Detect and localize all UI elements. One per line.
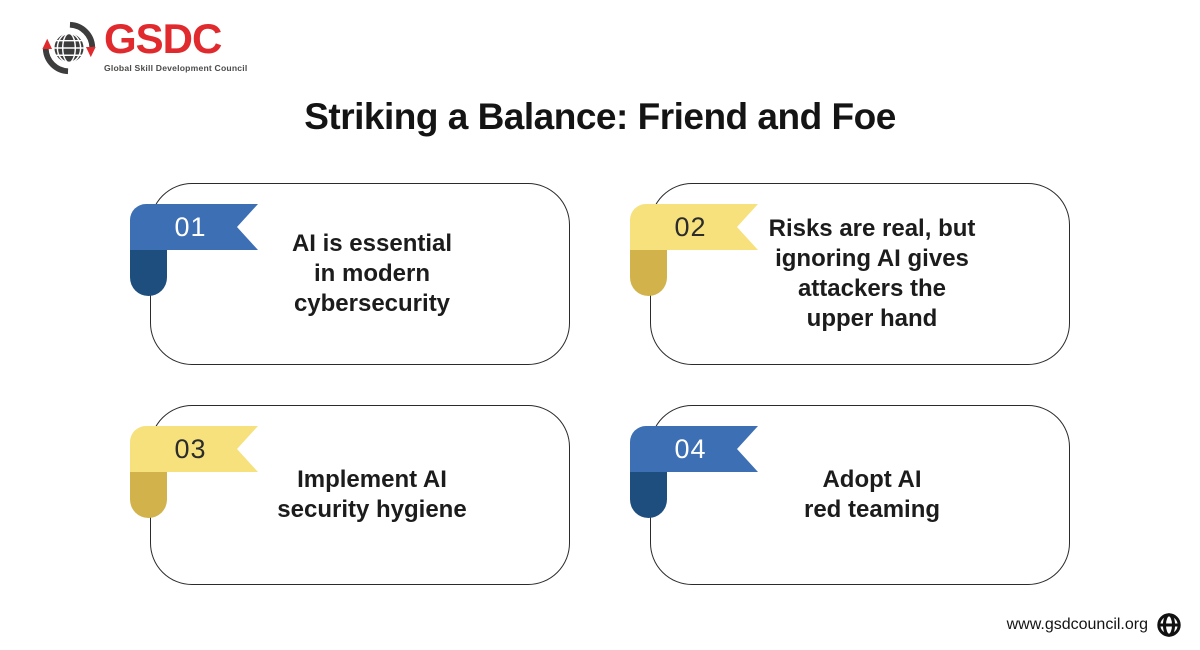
card-04-ribbon-number: 04 [674, 433, 707, 464]
footer-url: www.gsdcouncil.org [1006, 616, 1148, 633]
globe-orbit-icon [42, 21, 96, 75]
brand-name: GSDC [104, 15, 222, 62]
card-04-text: Adopt AI red teaming [803, 466, 941, 523]
card-01-text: AI is essential in modern cybersecurity [291, 230, 453, 317]
page-title: Striking a Balance: Friend and Foe [304, 96, 896, 137]
card-01-ribbon-number: 01 [174, 211, 207, 242]
card-01-ribbon-band: 01 [130, 204, 258, 250]
card-04: 04 Adopt AI red teaming [630, 405, 1070, 585]
card-02-ribbon-number: 02 [674, 211, 707, 242]
card-04-ribbon-band: 04 [630, 426, 758, 472]
footer: www.gsdcouncil.org [1007, 612, 1182, 638]
card-03-ribbon-number: 03 [174, 433, 207, 464]
card-03: 03 Implement AI security hygiene [130, 405, 570, 585]
card-03-text: Implement AI security hygiene [277, 466, 467, 523]
card-02-ribbon-band: 02 [630, 204, 758, 250]
card-03-ribbon-band: 03 [130, 426, 258, 472]
card-01: 01 AI is essential in modern cybersecuri… [130, 183, 570, 365]
card-02-text: Risks are real, but ignoring AI gives at… [768, 215, 976, 332]
brand-tagline: Global Skill Development Council [104, 63, 248, 73]
card-02: 02 Risks are real, but ignoring AI gives… [630, 183, 1070, 365]
gsdc-logo: GSDC Global Skill Development Council [38, 16, 247, 78]
globe-icon [1157, 613, 1181, 637]
